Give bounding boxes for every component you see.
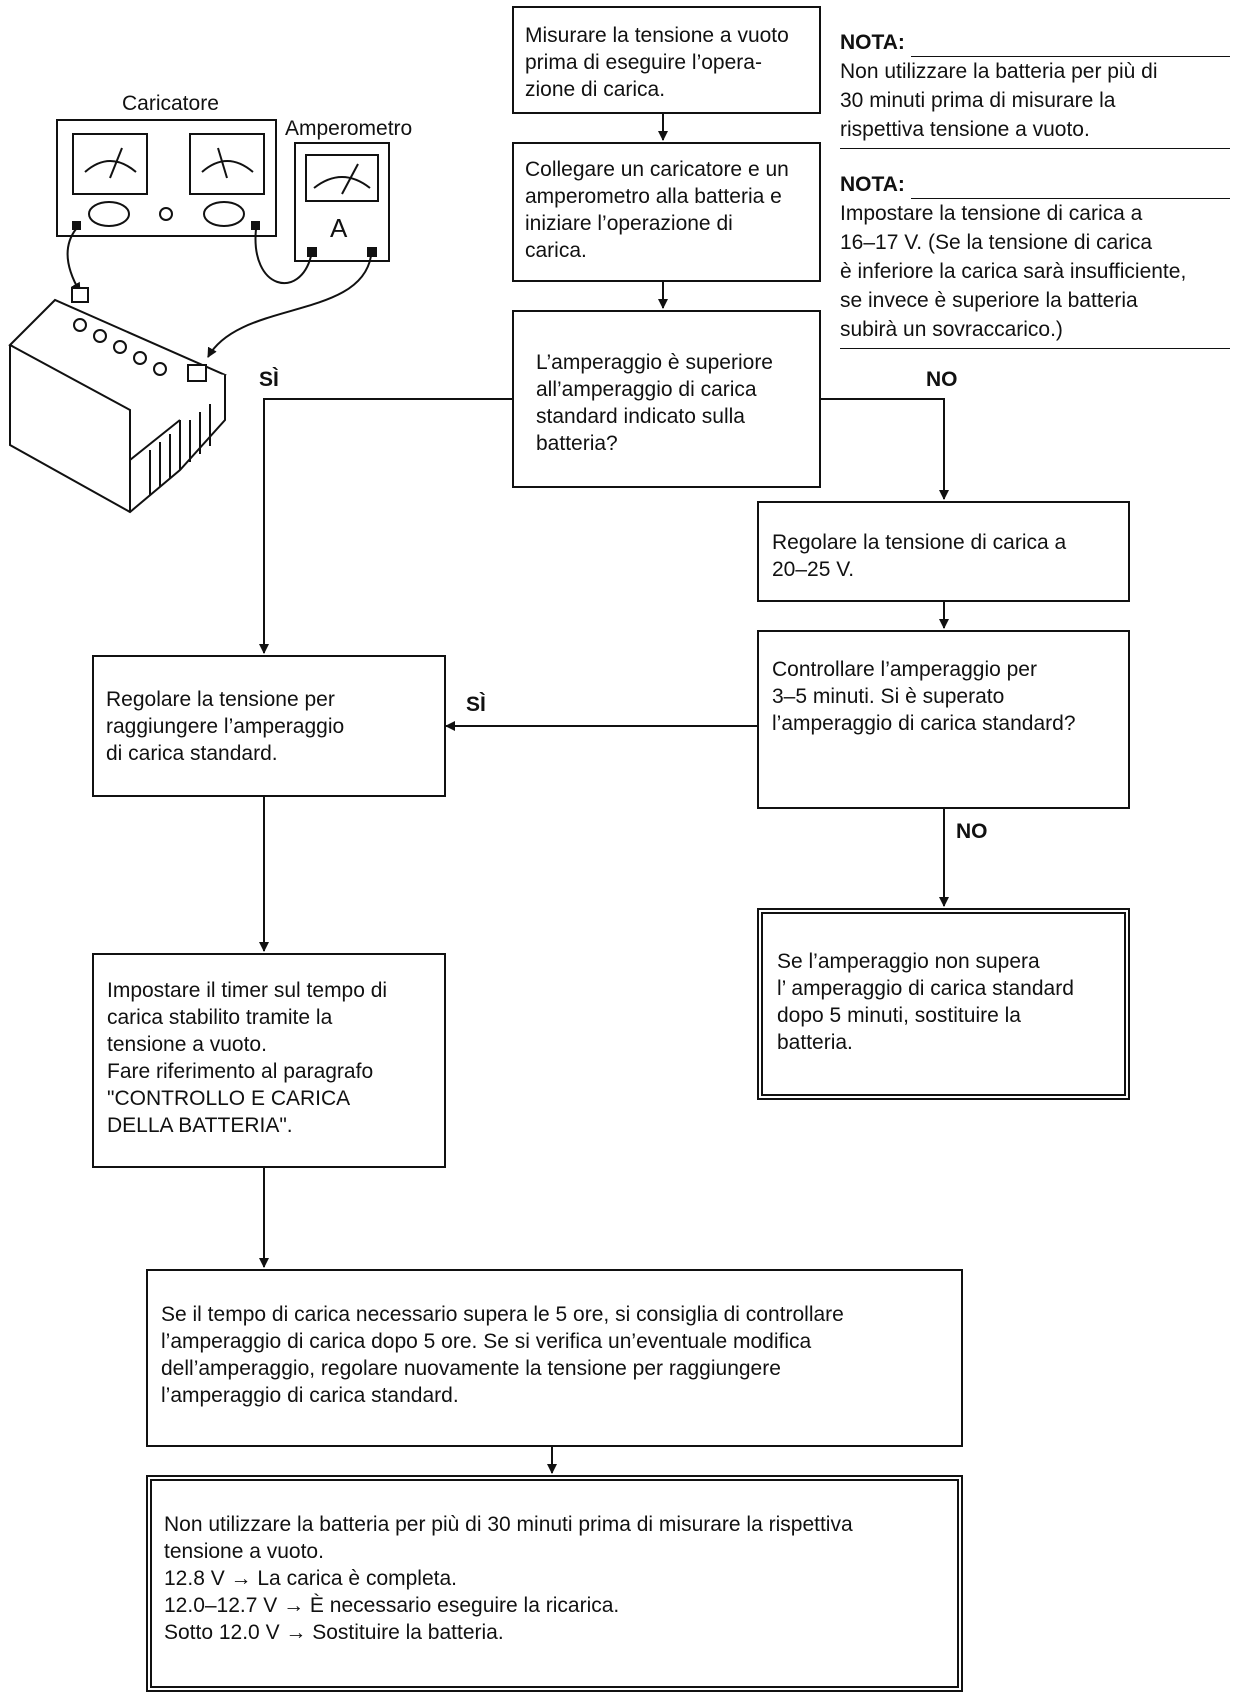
note-1-body: Non utilizzare la batteria per più di 30… bbox=[840, 57, 1230, 149]
battery-illustration bbox=[8, 287, 227, 514]
edge-label-no-2: NO bbox=[956, 820, 988, 843]
edge-label-yes-2: SÌ bbox=[466, 693, 486, 716]
box-adjust-voltage: Regolare la tensione per raggiungere l’a… bbox=[92, 655, 446, 797]
box-final-check: Non utilizzare la batteria per più di 30… bbox=[146, 1475, 963, 1692]
box-replace-battery-text: Se l’amperaggio non supera l’ amperaggio… bbox=[777, 950, 1074, 1054]
box-connect-charger: Collegare un caricatore e un amperometro… bbox=[512, 142, 821, 282]
box-five-hours-text: Se il tempo di carica necessario supera … bbox=[161, 1303, 844, 1407]
box-measure-voltage: Misurare la tensione a vuoto prima di es… bbox=[512, 6, 821, 114]
note-1-heading: NOTA: bbox=[840, 31, 905, 54]
arrow-no-to-adjust-20-25 bbox=[821, 398, 949, 500]
box-final-check-text: Non utilizzare la batteria per più di 30… bbox=[164, 1513, 853, 1644]
note-1: NOTA: Non utilizzare la batteria per più… bbox=[840, 28, 1230, 149]
box-connect-charger-text: Collegare un caricatore e un amperometro… bbox=[525, 158, 789, 262]
note-2-heading-row: NOTA: bbox=[840, 170, 1230, 199]
ammeter-symbol: A bbox=[330, 213, 348, 243]
box-replace-battery: Se l’amperaggio non supera l’ amperaggio… bbox=[757, 908, 1130, 1100]
edge-label-yes-1: SÌ bbox=[259, 368, 279, 391]
box-adjust-20-25-text: Regolare la tensione di carica a 20–25 V… bbox=[772, 531, 1067, 581]
box-set-timer: Impostare il timer sul tempo di carica s… bbox=[92, 953, 446, 1168]
edge-label-no-1: NO bbox=[926, 368, 958, 391]
ammeter-illustration bbox=[294, 142, 390, 262]
note-2-heading: NOTA: bbox=[840, 173, 905, 196]
arrow-yes-to-adjust-voltage bbox=[259, 398, 512, 654]
box-check-3-5-min-text: Controllare l’amperaggio per 3–5 minuti.… bbox=[772, 658, 1076, 735]
box-measure-voltage-text: Misurare la tensione a vuoto prima di es… bbox=[525, 24, 789, 101]
note-2-body: Impostare la tensione di carica a 16–17 … bbox=[840, 199, 1230, 349]
box-amperage-question: L’amperaggio è superiore all’amperaggio … bbox=[512, 310, 821, 488]
box-amperage-question-text: L’amperaggio è superiore all’amperaggio … bbox=[536, 351, 773, 455]
note-1-heading-rule bbox=[910, 42, 1230, 57]
note-2-heading-rule bbox=[910, 184, 1230, 199]
box-check-3-5-min: Controllare l’amperaggio per 3–5 minuti.… bbox=[757, 630, 1130, 809]
ammeter-label: Amperometro bbox=[285, 117, 413, 140]
box-five-hours: Se il tempo di carica necessario supera … bbox=[146, 1269, 963, 1447]
charger-label: Caricatore bbox=[122, 92, 219, 115]
box-adjust-voltage-text: Regolare la tensione per raggiungere l’a… bbox=[106, 688, 345, 765]
note-1-heading-row: NOTA: bbox=[840, 28, 1230, 57]
charger-illustration bbox=[56, 119, 277, 237]
box-adjust-20-25: Regolare la tensione di carica a 20–25 V… bbox=[757, 501, 1130, 602]
box-set-timer-text: Impostare il timer sul tempo di carica s… bbox=[107, 979, 388, 1137]
note-2: NOTA: Impostare la tensione di carica a … bbox=[840, 170, 1230, 349]
